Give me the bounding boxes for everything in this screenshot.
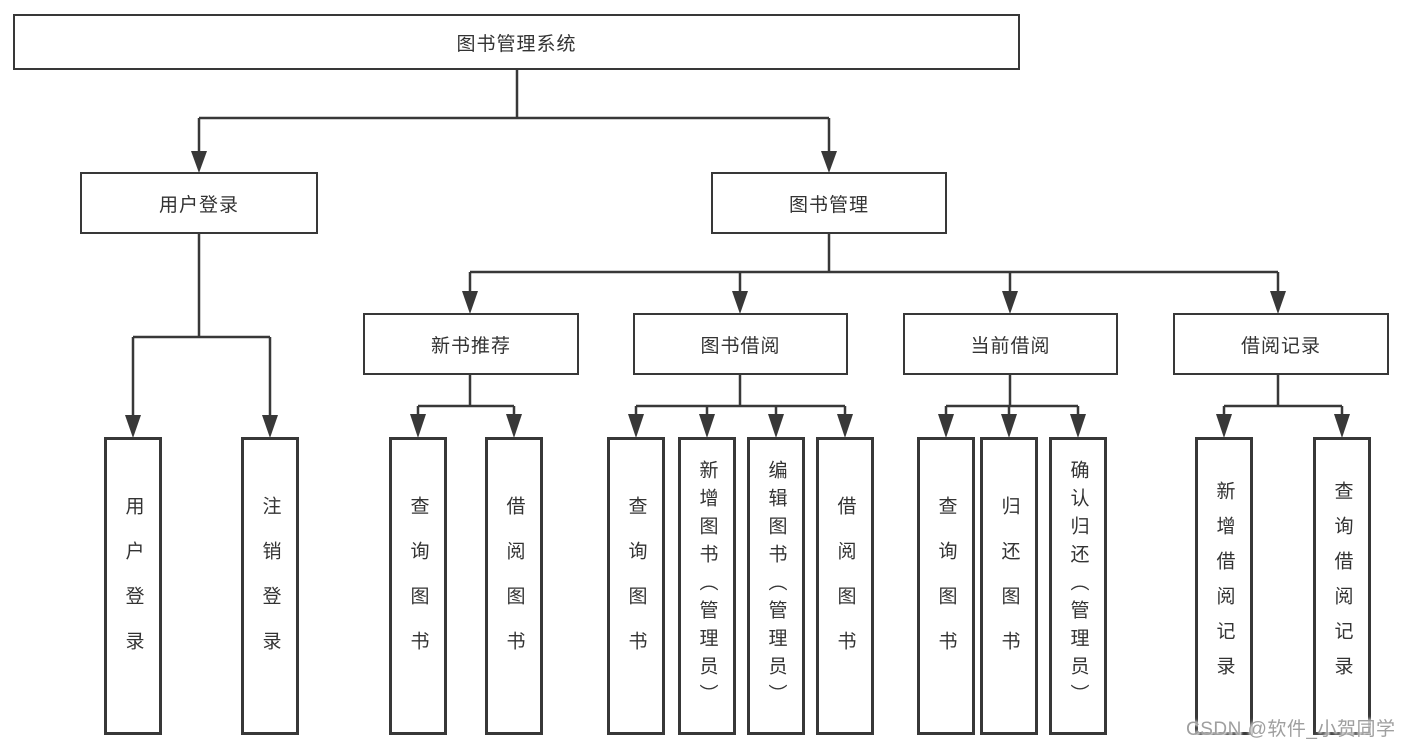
node-label: 新书推荐 [430,335,511,357]
csdn-watermark: CSDN @软件_小贺同学 [1186,719,1396,740]
node-label: 查询图书 [935,496,957,676]
node-label: 借阅记录 [1240,335,1321,357]
node-book-management: 图书管理 [711,172,947,234]
node-label: 注销登录 [259,496,281,676]
node-label: 图书管理系统 [456,33,577,55]
leaf-query-books-borrowing: 查询图书 [607,437,665,735]
node-label: 新增图书（管理员） [696,460,718,712]
node-label: 编辑图书（管理员） [765,460,787,712]
node-label: 查询借阅记录 [1331,481,1353,691]
node-label: 图书管理 [788,194,869,216]
leaf-borrow-books-recommend: 借阅图书 [485,437,543,735]
node-new-book-recommend: 新书推荐 [363,313,579,375]
node-root-system: 图书管理系统 [13,14,1020,70]
leaf-logout: 注销登录 [241,437,299,735]
leaf-query-borrow-record: 查询借阅记录 [1313,437,1371,735]
leaf-add-books-admin: 新增图书（管理员） [678,437,736,735]
node-label: 借阅图书 [503,496,525,676]
node-label: 当前借阅 [970,335,1051,357]
node-book-borrowing: 图书借阅 [633,313,848,375]
leaf-query-books-current: 查询图书 [917,437,975,735]
node-label: 借阅图书 [834,496,856,676]
node-label: 归还图书 [998,496,1020,676]
node-label: 确认归还（管理员） [1067,460,1089,712]
leaf-user-login: 用户登录 [104,437,162,735]
node-current-borrowing: 当前借阅 [903,313,1118,375]
node-user-login-branch: 用户登录 [80,172,318,234]
leaf-edit-books-admin: 编辑图书（管理员） [747,437,805,735]
leaf-confirm-return-admin: 确认归还（管理员） [1049,437,1107,735]
node-label: 新增借阅记录 [1213,481,1235,691]
leaf-return-books: 归还图书 [980,437,1038,735]
node-label: 用户登录 [122,496,144,676]
node-label: 查询图书 [407,496,429,676]
node-label: 查询图书 [625,496,647,676]
leaf-borrow-books: 借阅图书 [816,437,874,735]
node-borrowing-records: 借阅记录 [1173,313,1389,375]
leaf-query-books-recommend: 查询图书 [389,437,447,735]
node-label: 图书借阅 [700,335,781,357]
node-label: 用户登录 [158,194,239,216]
leaf-add-borrow-record: 新增借阅记录 [1195,437,1253,735]
